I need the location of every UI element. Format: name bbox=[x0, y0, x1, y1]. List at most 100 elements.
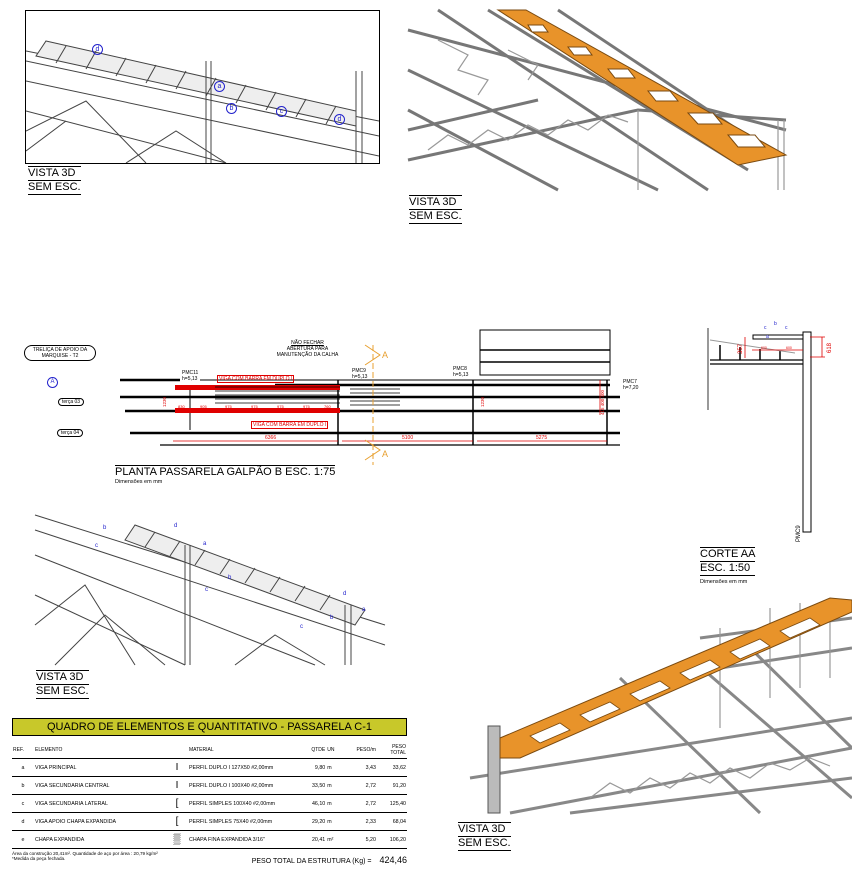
total-weight: 106,20 bbox=[376, 830, 407, 849]
view-3d-1: d a b c d bbox=[25, 10, 380, 164]
plan-title: PLANTA PASSARELA GALPÃO B ESC. 1:75 bbox=[115, 465, 336, 478]
element-name: VIGA PRINCIPAL bbox=[34, 758, 166, 777]
tag-a: a bbox=[214, 81, 225, 92]
plan-drawing: A A 6366 5100 5275 830 905 975 975 975 9… bbox=[120, 329, 620, 465]
section-title-block: CORTE AA ESC. 1:50 Dimensões em mm bbox=[700, 547, 756, 585]
weight-per-meter: 2,72 bbox=[341, 794, 377, 813]
dim-6366: 6366 bbox=[265, 435, 276, 441]
tag: b bbox=[330, 615, 334, 621]
tag: c bbox=[300, 624, 303, 630]
ref: e bbox=[12, 830, 34, 849]
note-line: ABERTURA PARA bbox=[286, 346, 329, 352]
column-height: h=5,13 bbox=[352, 374, 368, 380]
tag: b bbox=[228, 575, 232, 581]
element-name: VIGA SECUNDARIA LATERAL bbox=[34, 794, 166, 813]
note-closed: *Medida da peça fechada. bbox=[12, 856, 66, 861]
ref: c bbox=[12, 794, 34, 813]
view-scale: SEM ESC. bbox=[36, 684, 89, 699]
ref: d bbox=[12, 812, 34, 831]
view-3d-3-drawing: b c d a b c d a b c bbox=[34, 514, 386, 666]
plan-subtitle: Dimensões em mm bbox=[115, 479, 163, 485]
column-height: h=5,13 bbox=[182, 376, 198, 382]
column-id: PMC11 bbox=[182, 370, 199, 376]
view-3d-4-drawing bbox=[469, 597, 852, 815]
element-name: CHAPA EXPANDIDA bbox=[34, 830, 166, 849]
view-title: VISTA 3D bbox=[28, 166, 81, 180]
tag: d bbox=[174, 523, 177, 529]
table-header-row: REF. ELEMENTO MATERIAL QTDE UN PESO/m PE… bbox=[12, 742, 407, 759]
total-weight: 68,04 bbox=[376, 812, 407, 831]
label-line: TRELIÇA DE APOIO DA bbox=[32, 347, 88, 353]
unit: m² bbox=[326, 830, 342, 849]
note-line: MANUTENÇÃO DA CALHA bbox=[276, 352, 339, 358]
weight-per-meter: 2,33 bbox=[341, 812, 377, 831]
col-qtde: QTDE bbox=[300, 742, 327, 759]
total-weight: 33,62 bbox=[376, 758, 407, 777]
total-label: PESO TOTAL DA ESTRUTURA (Kg) = bbox=[251, 858, 372, 865]
total-weight: 91,20 bbox=[376, 776, 407, 795]
dim-600a: 600 bbox=[761, 346, 767, 350]
dim-5275: 5275 bbox=[536, 435, 547, 441]
segment-dim: 905 bbox=[200, 404, 207, 409]
weight-per-meter: 5,20 bbox=[341, 830, 377, 849]
section-aa-drawing: 357 618 600 600 PMC9 c b c a bbox=[707, 321, 833, 542]
view-title: VISTA 3D bbox=[36, 670, 89, 684]
tag-c: c bbox=[276, 106, 287, 117]
column-id: PMC9 bbox=[352, 368, 366, 374]
profile-icon: ▒ bbox=[166, 830, 188, 849]
view-3d-2-label: VISTA 3D SEM ESC. bbox=[409, 195, 462, 224]
col-peso-m: PESO/m bbox=[341, 742, 377, 759]
label-line: MARQUISE - T2 bbox=[41, 353, 79, 359]
quantity: 20,41 bbox=[300, 830, 327, 849]
unit: m bbox=[326, 794, 342, 813]
table-title: QUADRO DE ELEMENTOS E QUANTITATIVO - PAS… bbox=[12, 718, 407, 736]
segment-dim: 975 bbox=[277, 404, 284, 409]
table-notes: Área da construção 20,41m². Quantidade d… bbox=[12, 851, 158, 865]
tag-d: d bbox=[92, 44, 103, 55]
quantity: 9,80 bbox=[300, 758, 327, 777]
view-scale: SEM ESC. bbox=[458, 836, 511, 851]
terca-04-label: terça 04 bbox=[57, 429, 84, 437]
segment-dim: 760 bbox=[324, 404, 331, 409]
col-elemento: ELEMENTO bbox=[34, 742, 166, 759]
unit: m bbox=[326, 776, 342, 795]
column-height: h=5,13 bbox=[453, 372, 469, 378]
unit: m bbox=[326, 758, 342, 777]
view-3d-1-label: VISTA 3D SEM ESC. bbox=[28, 166, 81, 195]
view-scale: SEM ESC. bbox=[409, 209, 462, 224]
profile-icon: [ bbox=[166, 794, 188, 813]
profile-icon: [ bbox=[166, 812, 188, 831]
header-line: TOTAL bbox=[390, 750, 406, 756]
col-icon bbox=[166, 742, 188, 759]
tag: c bbox=[95, 543, 98, 549]
section-mark-bottom: A bbox=[382, 449, 388, 459]
note-line: NÃO FECHAR bbox=[291, 340, 324, 346]
material: CHAPA FINA EXPANDIDA 3/16" bbox=[188, 830, 300, 849]
tag: a bbox=[203, 541, 207, 547]
trelica-label: TRELIÇA DE APOIO DA MARQUISE - T2 bbox=[24, 345, 96, 361]
viga-label-top: VIGA COM BARRA EM DUPLO I bbox=[217, 375, 295, 383]
dim-5100: 5100 bbox=[402, 435, 413, 441]
tag: a bbox=[362, 607, 366, 613]
section-title: CORTE AA bbox=[700, 547, 756, 560]
section-subtitle: Dimensões em mm bbox=[700, 579, 748, 585]
tag-a: a bbox=[766, 334, 769, 340]
section-scale: ESC. 1:50 bbox=[700, 561, 756, 576]
material: PERFIL SIMPLES 75X40 #2,00mm bbox=[188, 812, 300, 831]
section-mark-top: A bbox=[382, 350, 388, 360]
weight-per-meter: 3,43 bbox=[341, 758, 377, 777]
tag-b: b bbox=[774, 321, 777, 327]
viga-label-bottom: VIGA COM BARRA EM DUPLO I bbox=[251, 421, 329, 429]
total-weight: 125,40 bbox=[376, 794, 407, 813]
quantity: 46,10 bbox=[300, 794, 327, 813]
segment-dim: 830 bbox=[178, 404, 185, 409]
column-id: PMC7 bbox=[623, 379, 637, 385]
